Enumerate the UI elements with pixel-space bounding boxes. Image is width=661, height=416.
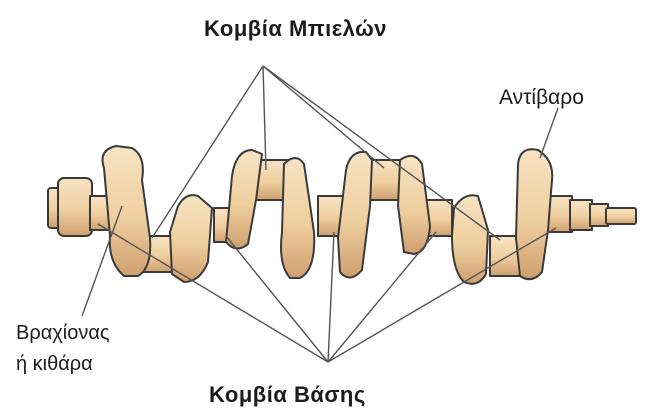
crankshaft [48,146,636,284]
crank-pins-label: Κομβία Μπιελών [204,16,387,42]
web [281,158,314,278]
web-label-line2: ή κιθάρα [16,353,93,376]
web [226,150,262,249]
leader-line [328,232,334,362]
rear-step [570,200,592,230]
main-journals-label: Κομβία Βάσης [209,382,366,408]
web-counterweight [103,146,151,276]
leader-line [540,108,558,158]
counterweight-label: Αντίβαρο [499,86,584,110]
rear-step [606,208,636,224]
web-counterweight [516,149,552,279]
web [398,156,430,254]
web [170,195,212,282]
leader-line [263,66,266,170]
front-hub [58,178,92,236]
web [338,152,372,278]
leader-line [263,66,384,168]
web-label-line1: Βραχίονας [16,322,110,345]
